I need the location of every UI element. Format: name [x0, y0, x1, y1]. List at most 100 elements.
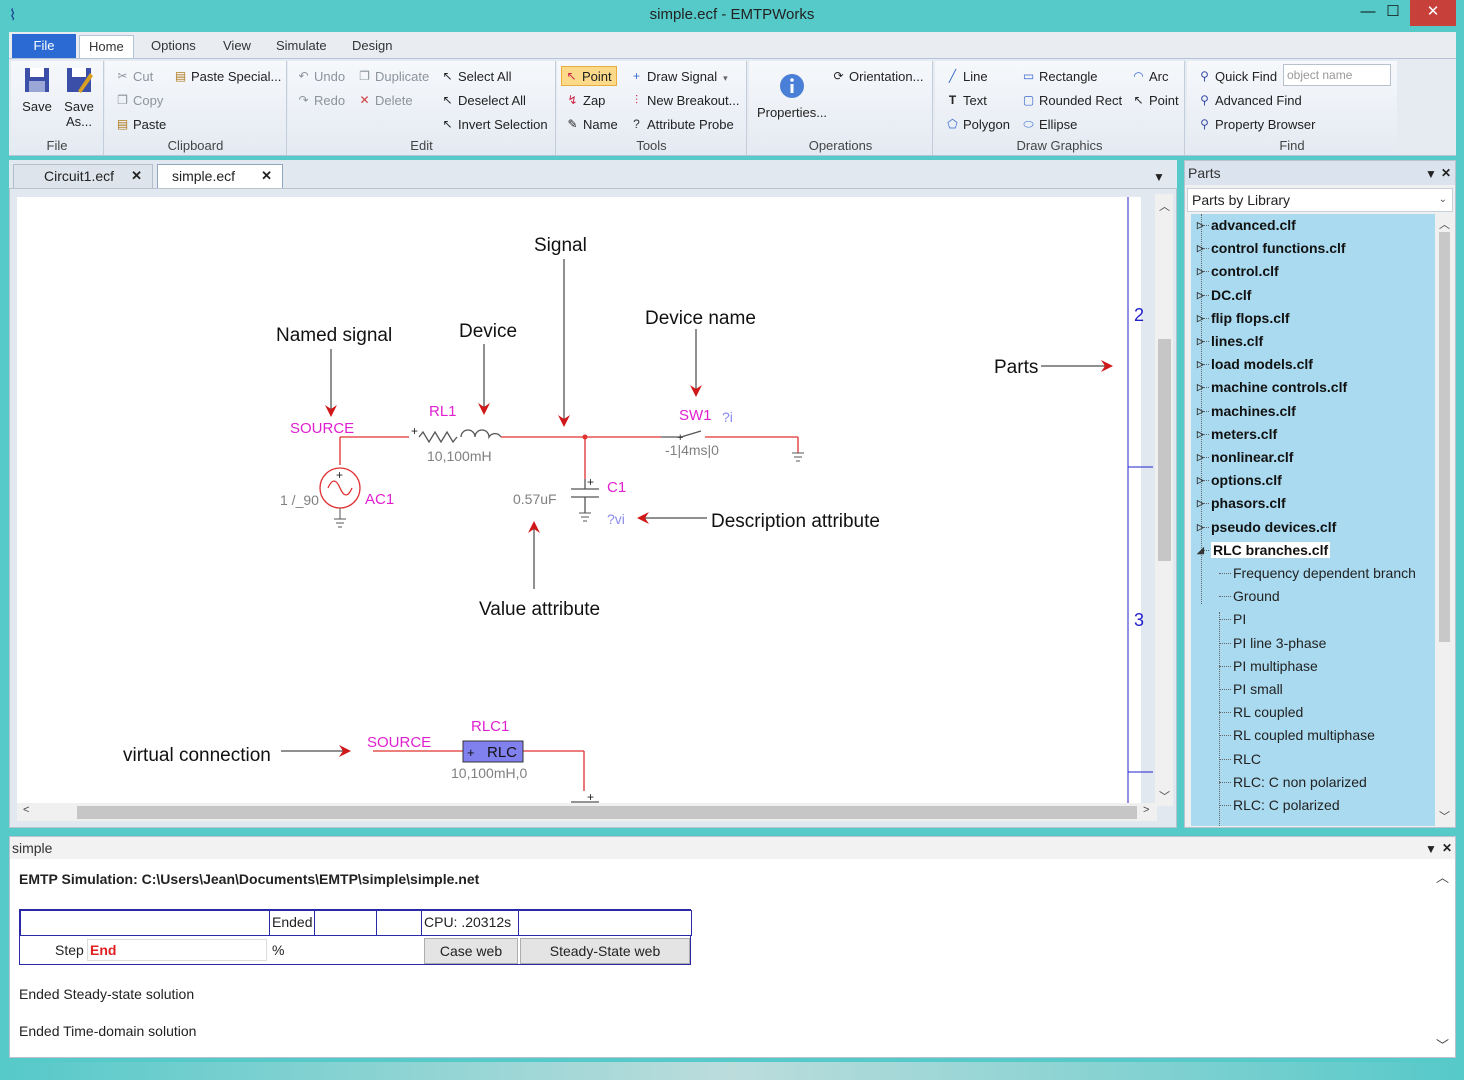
minimize-button[interactable]: —: [1360, 3, 1376, 20]
property-browser-button[interactable]: ⚲Property Browser: [1195, 115, 1315, 135]
case-web-button[interactable]: Case web: [424, 938, 518, 964]
library-item[interactable]: ▷load models.clf: [1197, 353, 1313, 376]
collapsed-triangle-icon[interactable]: ▷: [1197, 405, 1204, 416]
tab-simulate[interactable]: Simulate: [276, 38, 327, 53]
collapsed-triangle-icon[interactable]: ▷: [1197, 382, 1204, 393]
doc-tab-circuit1[interactable]: Circuit1.ecf ✕: [13, 164, 153, 188]
chevron-down-icon[interactable]: ⌄: [1438, 194, 1447, 205]
part-item[interactable]: PI: [1218, 608, 1246, 631]
quick-find-button[interactable]: ⚲Quick Find: [1195, 67, 1277, 87]
close-tab-icon[interactable]: ✕: [131, 168, 142, 183]
duplicate-button[interactable]: ❐Duplicate: [355, 67, 429, 87]
collapsed-triangle-icon[interactable]: ▷: [1197, 498, 1204, 509]
attribute-probe-button[interactable]: ?Attribute Probe: [627, 115, 734, 135]
paste-button[interactable]: ▤Paste: [113, 115, 166, 135]
arc-button[interactable]: ◠Arc: [1129, 67, 1168, 87]
close-tab-icon[interactable]: ✕: [261, 168, 272, 183]
part-item[interactable]: RL coupled multiphase: [1219, 724, 1375, 747]
scroll-down-icon[interactable]: ﹀: [1439, 811, 1450, 823]
part-item[interactable]: Frequency dependent branch: [1219, 562, 1416, 585]
paste-special-button[interactable]: ▤Paste Special...: [171, 67, 282, 87]
parts-view-select[interactable]: Parts by Library ⌄: [1187, 188, 1453, 212]
library-item[interactable]: ▷lines.clf: [1197, 330, 1263, 353]
library-item[interactable]: ▷advanced.clf: [1197, 214, 1296, 237]
scroll-up-icon[interactable]: ︿: [1436, 870, 1450, 885]
tab-file[interactable]: File: [12, 34, 76, 58]
collapsed-triangle-icon[interactable]: ▷: [1197, 475, 1204, 486]
invert-selection-button[interactable]: ↖Invert Selection: [438, 115, 547, 135]
new-breakout-button[interactable]: ⫶New Breakout...: [627, 91, 740, 111]
scroll-thumb[interactable]: [1158, 339, 1171, 561]
point-tool-button[interactable]: ↖Point: [561, 66, 617, 86]
tab-design[interactable]: Design: [352, 38, 393, 53]
scroll-right-icon[interactable]: >: [1143, 804, 1150, 816]
part-item[interactable]: PI line 3-phase: [1218, 632, 1326, 655]
undo-button[interactable]: ↶Undo: [294, 67, 345, 87]
library-item[interactable]: ▷machines.clf: [1197, 400, 1296, 423]
collapsed-triangle-icon[interactable]: ▷: [1197, 452, 1204, 462]
tab-home[interactable]: Home: [79, 35, 134, 58]
part-item[interactable]: RLC: [1218, 748, 1261, 771]
advanced-find-button[interactable]: ⚲Advanced Find: [1195, 91, 1302, 111]
save-button[interactable]: Save: [17, 65, 57, 114]
library-item[interactable]: ▷machine controls.clf: [1197, 376, 1347, 399]
zap-tool-button[interactable]: ↯Zap: [563, 91, 605, 111]
scroll-thumb[interactable]: [77, 806, 1137, 819]
maximize-button[interactable]: ☐: [1386, 3, 1400, 20]
draw-signal-button[interactable]: +Draw Signal▾: [627, 67, 728, 87]
part-item[interactable]: RLC: C non polarized: [1219, 771, 1367, 794]
pin-dropdown-icon[interactable]: ▼: [1425, 167, 1437, 181]
scroll-left-icon[interactable]: <: [23, 804, 30, 816]
canvas-horizontal-scrollbar[interactable]: < >: [17, 803, 1157, 821]
part-item[interactable]: Ground: [1219, 585, 1280, 608]
switch-sw1[interactable]: +: [661, 430, 804, 462]
part-item[interactable]: RL coupled: [1218, 701, 1303, 724]
collapsed-triangle-icon[interactable]: ▷: [1197, 266, 1204, 277]
rl-branch-rl1[interactable]: +: [411, 424, 502, 444]
scroll-up-icon[interactable]: ︿: [1439, 219, 1450, 231]
library-item[interactable]: ▷DC.clf: [1197, 284, 1251, 307]
draw-point-button[interactable]: ↖Point: [1129, 91, 1178, 111]
schematic-canvas[interactable]: 2 3 +: [17, 197, 1153, 804]
collapsed-triangle-icon[interactable]: ▷: [1197, 289, 1204, 300]
collapsed-triangle-icon[interactable]: ▷: [1197, 243, 1204, 254]
rectangle-button[interactable]: ▭Rectangle: [1019, 67, 1098, 87]
expanded-triangle-icon[interactable]: ◢: [1197, 544, 1204, 555]
library-item[interactable]: ▷control functions.clf: [1197, 237, 1346, 260]
pin-dropdown-icon[interactable]: ▼: [1425, 842, 1437, 856]
collapsed-triangle-icon[interactable]: ▷: [1197, 359, 1204, 370]
library-item[interactable]: ▷meters.clf: [1197, 423, 1277, 446]
chevron-down-icon[interactable]: ▾: [723, 73, 728, 83]
rounded-rect-button[interactable]: ▢Rounded Rect: [1019, 91, 1122, 111]
quick-find-input[interactable]: object name: [1283, 64, 1391, 86]
rlc-branch-rlc1[interactable]: + RLC: [462, 740, 524, 763]
save-as-button[interactable]: Save As...: [59, 65, 99, 129]
orientation-button[interactable]: ⟳Orientation...: [829, 67, 923, 87]
collapsed-triangle-icon[interactable]: ▷: [1197, 428, 1204, 439]
part-item[interactable]: RLC: C polarized: [1219, 794, 1340, 817]
collapsed-triangle-icon[interactable]: ▷: [1197, 312, 1204, 323]
collapsed-triangle-icon[interactable]: ▷: [1197, 336, 1204, 346]
properties-button[interactable]: Properties...: [753, 71, 831, 120]
library-item[interactable]: ▷phasors.clf: [1197, 492, 1286, 515]
part-item[interactable]: PI small: [1219, 678, 1283, 701]
name-tool-button[interactable]: ✎Name: [563, 115, 617, 135]
library-item[interactable]: ▷nonlinear.clf: [1197, 446, 1293, 469]
library-item[interactable]: ◢RLC branches.clf: [1197, 539, 1331, 562]
close-panel-icon[interactable]: ✕: [1442, 841, 1453, 855]
copy-button[interactable]: ❐Copy: [113, 91, 163, 111]
collapsed-triangle-icon[interactable]: ▷: [1197, 220, 1204, 230]
tab-options[interactable]: Options: [151, 38, 196, 53]
ellipse-button[interactable]: ⬭Ellipse: [1019, 115, 1077, 135]
close-panel-icon[interactable]: ✕: [1441, 166, 1452, 180]
close-window-button[interactable]: ✕: [1410, 0, 1456, 26]
capacitor-c1[interactable]: +: [571, 475, 599, 522]
ac-source-ac1[interactable]: +: [319, 467, 361, 528]
canvas-vertical-scrollbar[interactable]: ︿ ﹀: [1155, 194, 1173, 806]
library-item[interactable]: ▷control.clf: [1197, 260, 1279, 283]
steady-state-web-button[interactable]: Steady-State web: [520, 938, 690, 964]
scroll-thumb[interactable]: [1439, 232, 1450, 642]
scroll-up-icon[interactable]: ︿: [1159, 201, 1170, 213]
doc-tab-simple[interactable]: simple.ecf ✕: [157, 164, 283, 188]
